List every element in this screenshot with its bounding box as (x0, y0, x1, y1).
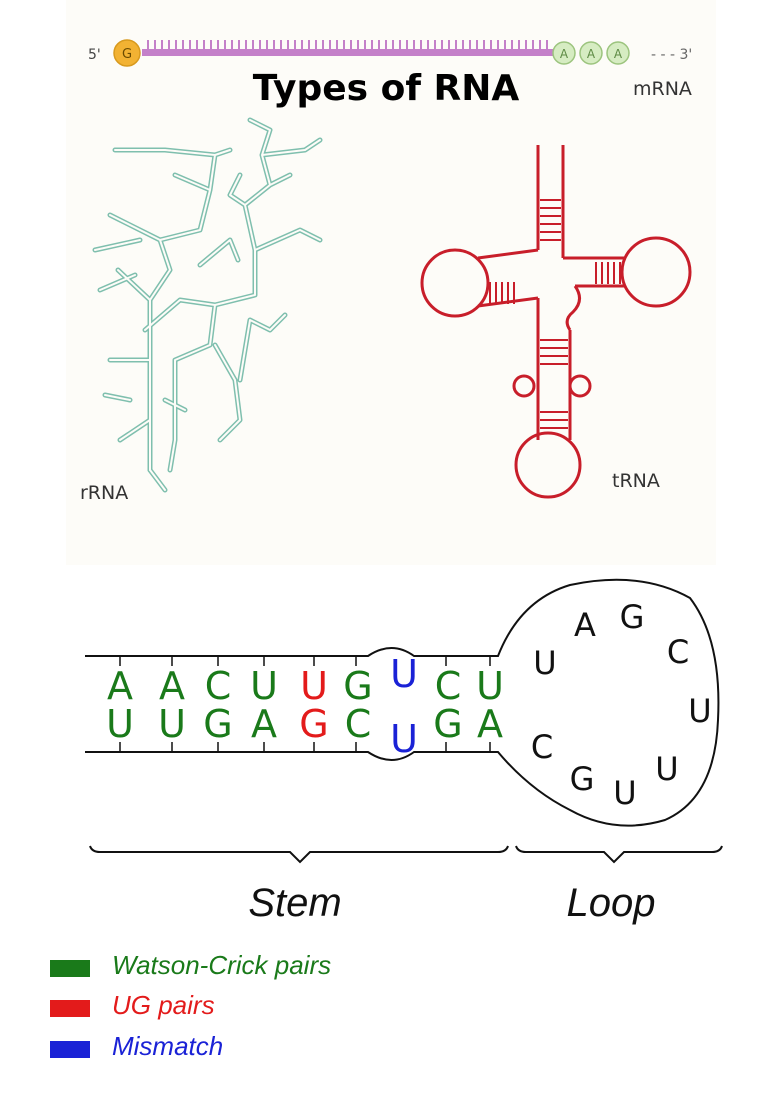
stem-base-top: U (476, 664, 504, 708)
stem-base-top: U (390, 652, 418, 696)
stem-base-bottom: G (203, 702, 232, 746)
mrna-tail-bead (579, 41, 603, 65)
legend-swatch-ug (50, 1000, 90, 1017)
trna-base-pairs (489, 199, 621, 429)
stem-base-bottom: G (433, 702, 462, 746)
mrna-5prime-label: 5' (88, 47, 101, 63)
loop-base: U (655, 750, 678, 788)
hairpin-loop-bases: U A G C U U U G C (531, 598, 712, 812)
mrna-3prime-label: - - - 3' (651, 47, 692, 63)
page-title: Types of RNA (253, 68, 520, 109)
mrna-tail-base: A (614, 47, 623, 61)
stem-base-top: U (250, 664, 278, 708)
hairpin-bottom-strand: U U G A G C U G A (106, 702, 503, 761)
loop-base: C (531, 728, 553, 766)
mrna-tail-base: A (587, 47, 596, 61)
mrna-label: mRNA (633, 78, 692, 100)
legend-swatch-watson-crick (50, 960, 90, 977)
stem-base-top: U (300, 664, 328, 708)
stem-base-bottom: C (345, 702, 372, 746)
stem-base-bottom: U (390, 717, 418, 761)
stem-base-top: A (159, 664, 185, 708)
mrna-backbone (142, 49, 555, 56)
loop-brace (515, 845, 723, 864)
mrna-tail-bead (552, 41, 576, 65)
stem-base-top: G (343, 664, 372, 708)
trna-label: tRNA (612, 470, 660, 492)
stem-base-bottom: G (299, 702, 328, 746)
loop-base: U (613, 774, 636, 812)
mrna-strand: 5' G A A A - - - 3' (88, 39, 692, 67)
rrna-label: rRNA (80, 482, 128, 504)
legend-label-ug: UG pairs (112, 990, 215, 1020)
stem-base-bottom: A (251, 702, 277, 746)
trna-structure (420, 145, 692, 499)
loop-base: G (570, 760, 595, 798)
stem-base-top: C (435, 664, 462, 708)
mrna-cap-label: G (122, 47, 132, 62)
mrna-base-ticks (147, 40, 548, 52)
legend-label-watson-crick: Watson-Crick pairs (112, 950, 332, 980)
loop-base: G (620, 598, 645, 636)
hairpin-backbone (85, 578, 720, 827)
stem-base-bottom: A (477, 702, 503, 746)
mrna-cap (113, 39, 141, 67)
mrna-tail-bead (606, 41, 630, 65)
legend-label-mismatch: Mismatch (112, 1031, 224, 1061)
loop-base: U (533, 644, 556, 682)
stem-brace (89, 845, 509, 864)
hairpin-top-strand: A A C U U G U C U (107, 652, 504, 708)
stem-base-top: C (205, 664, 232, 708)
loop-label: Loop (567, 881, 656, 925)
loop-base: U (688, 692, 711, 730)
stem-base-top: A (107, 664, 133, 708)
stem-base-bottom: U (158, 702, 186, 746)
loop-base: C (667, 633, 689, 671)
loop-base: A (574, 606, 596, 644)
legend-swatch-mismatch (50, 1041, 90, 1058)
stem-base-bottom: U (106, 702, 134, 746)
hairpin-stem-ticks (119, 656, 491, 752)
mrna-tail-base: A (560, 47, 569, 61)
rrna-structure-inner (94, 119, 321, 491)
stem-label: Stem (248, 881, 341, 925)
